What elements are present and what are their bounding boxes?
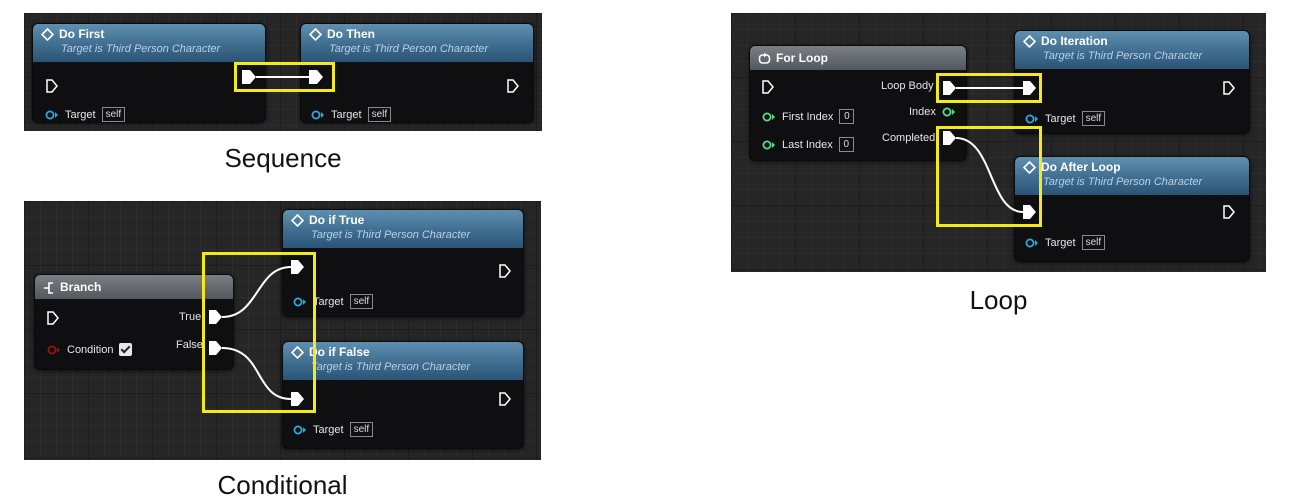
last-index-field[interactable]: 0 xyxy=(838,137,854,152)
int-pin-icon[interactable] xyxy=(762,140,776,150)
for-loop-node[interactable]: For Loop First Index 0 Last Index 0 Loop… xyxy=(749,45,967,161)
checkbox-icon[interactable] xyxy=(119,343,133,356)
target-label: Target xyxy=(1045,112,1076,125)
node-header: Do Iteration Target is Third Person Char… xyxy=(1015,31,1249,69)
do-first-node[interactable]: Do First Target is Third Person Characte… xyxy=(32,23,266,123)
object-pin-icon[interactable] xyxy=(311,110,325,120)
sequence-caption: Sequence xyxy=(224,143,342,173)
node-subtitle: Target is Third Person Character xyxy=(1043,50,1203,62)
exec-out-pin-icon[interactable] xyxy=(1223,205,1235,219)
conditional-caption: Conditional xyxy=(217,470,348,500)
object-pin-icon[interactable] xyxy=(1025,114,1039,124)
target-label: Target xyxy=(313,423,344,436)
loop-icon xyxy=(758,52,771,64)
true-label: True xyxy=(179,311,202,323)
target-pin-row: Target self xyxy=(293,422,374,437)
exec-out-pin-icon[interactable] xyxy=(1223,81,1235,95)
node-header: Branch xyxy=(35,275,233,299)
do-then-node[interactable]: Do Then Target is Third Person Character… xyxy=(300,23,534,123)
branch-icon xyxy=(44,281,53,294)
first-index-field[interactable]: 0 xyxy=(839,109,855,124)
exec-in-pin-icon[interactable] xyxy=(762,80,774,94)
last-index-label: Last Index xyxy=(782,138,833,151)
function-icon xyxy=(41,28,54,41)
node-title: Do After Loop xyxy=(1041,160,1121,174)
target-pin-row: Target self xyxy=(1025,111,1106,126)
object-pin-icon[interactable] xyxy=(45,110,59,120)
loop-panel: For Loop First Index 0 Last Index 0 Loop… xyxy=(731,13,1266,272)
self-field[interactable]: self xyxy=(1081,111,1106,126)
object-pin-icon[interactable] xyxy=(293,425,307,435)
highlight-box xyxy=(202,252,316,413)
object-pin-icon[interactable] xyxy=(1025,238,1039,248)
conditional-panel: Branch Condition True False Do if True T… xyxy=(24,201,541,460)
exec-out-pin-icon[interactable] xyxy=(499,392,511,406)
node-header: Do Then Target is Third Person Character xyxy=(301,24,533,62)
index-pin-row: Index xyxy=(909,106,956,118)
target-pin-row: Target self xyxy=(311,107,392,122)
last-index-pin-row: Last Index 0 xyxy=(762,137,854,152)
branch-node[interactable]: Branch Condition True False xyxy=(34,274,234,370)
function-icon xyxy=(309,28,322,41)
completed-label: Completed xyxy=(882,132,936,144)
highlight-box xyxy=(234,62,335,92)
self-field[interactable]: self xyxy=(101,107,126,122)
node-header: Do if True Target is Third Person Charac… xyxy=(283,210,523,248)
node-title: Do Then xyxy=(327,27,375,41)
exec-out-pin-icon[interactable] xyxy=(507,79,519,93)
self-field[interactable]: self xyxy=(349,294,374,309)
object-pin-icon[interactable] xyxy=(293,297,307,307)
node-header: For Loop xyxy=(750,46,966,70)
node-title: Do if False xyxy=(309,345,370,359)
sequence-panel: Do First Target is Third Person Characte… xyxy=(24,13,542,131)
self-field[interactable]: self xyxy=(367,107,392,122)
node-title: Branch xyxy=(60,280,102,294)
loop-caption: Loop xyxy=(969,285,1028,315)
node-title: Do First xyxy=(59,27,105,41)
function-icon xyxy=(1023,35,1036,48)
do-if-true-node[interactable]: Do if True Target is Third Person Charac… xyxy=(282,209,524,317)
node-header: Do if False Target is Third Person Chara… xyxy=(283,342,523,380)
node-header: Do After Loop Target is Third Person Cha… xyxy=(1015,157,1249,195)
loop-body-label: Loop Body xyxy=(881,80,934,92)
first-index-pin-row: First Index 0 xyxy=(762,109,855,124)
do-iteration-node[interactable]: Do Iteration Target is Third Person Char… xyxy=(1014,30,1250,134)
target-pin-row: Target self xyxy=(1025,235,1106,250)
exec-in-pin-icon[interactable] xyxy=(47,311,59,325)
target-label: Target xyxy=(65,108,96,121)
condition-label: Condition xyxy=(67,343,114,356)
function-icon xyxy=(1023,161,1036,174)
function-icon xyxy=(291,214,304,227)
node-subtitle: Target is Third Person Character xyxy=(61,43,221,55)
exec-out-pin-icon[interactable] xyxy=(499,264,511,278)
node-title: Do if True xyxy=(309,213,365,227)
target-label: Target xyxy=(313,295,344,308)
do-after-loop-node[interactable]: Do After Loop Target is Third Person Cha… xyxy=(1014,156,1250,262)
exec-in-pin-icon[interactable] xyxy=(46,79,58,93)
target-label: Target xyxy=(1045,236,1076,249)
int-pin-icon[interactable] xyxy=(942,107,956,117)
node-header: Do First Target is Third Person Characte… xyxy=(33,24,265,62)
int-pin-icon[interactable] xyxy=(762,112,776,122)
target-label: Target xyxy=(331,108,362,121)
target-pin-row: Target self xyxy=(293,294,374,309)
highlight-box xyxy=(936,73,1042,103)
first-index-label: First Index xyxy=(782,110,834,123)
self-field[interactable]: self xyxy=(349,422,374,437)
highlight-box xyxy=(936,126,1042,227)
index-label: Index xyxy=(909,106,936,118)
self-field[interactable]: self xyxy=(1081,235,1106,250)
false-label: False xyxy=(176,339,203,351)
bool-pin-icon[interactable] xyxy=(47,345,61,355)
condition-pin-row: Condition xyxy=(47,343,133,356)
node-title: For Loop xyxy=(776,51,828,65)
node-title: Do Iteration xyxy=(1041,34,1108,48)
node-subtitle: Target is Third Person Character xyxy=(311,229,471,241)
node-subtitle: Target is Third Person Character xyxy=(311,361,471,373)
node-subtitle: Target is Third Person Character xyxy=(329,43,489,55)
target-pin-row: Target self xyxy=(45,107,126,122)
do-if-false-node[interactable]: Do if False Target is Third Person Chara… xyxy=(282,341,524,449)
node-subtitle: Target is Third Person Character xyxy=(1043,176,1203,188)
function-icon xyxy=(291,346,304,359)
